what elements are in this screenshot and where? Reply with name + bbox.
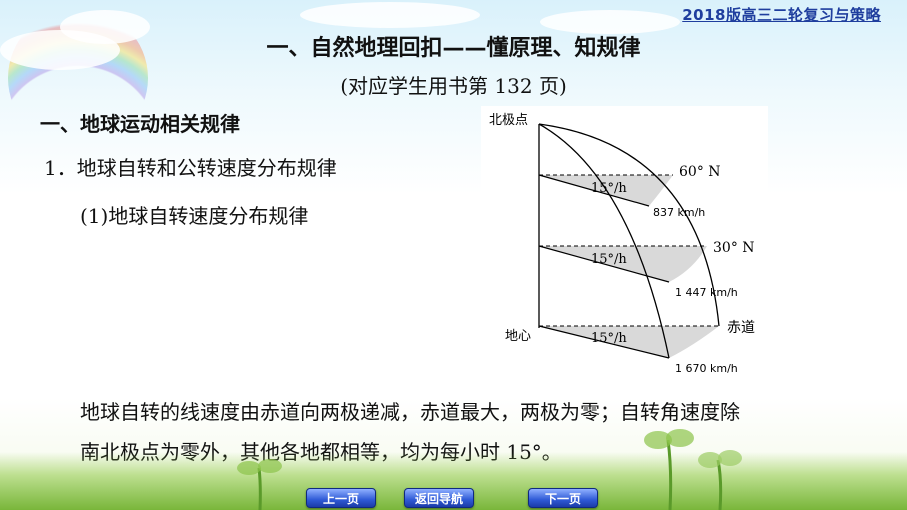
angular-speed-eq-label: 15°/h <box>591 331 627 346</box>
linear-speed-30-label: 1 447 km/h <box>675 286 738 299</box>
earth-center-label: 地心 <box>505 329 531 344</box>
radius-equator <box>538 325 670 359</box>
angular-speed-60-label: 15°/h <box>591 181 627 196</box>
next-page-button[interactable]: 下一页 <box>528 488 598 508</box>
lat60-label: 60° N <box>679 164 721 180</box>
series-tag: 2018版高三二轮复习与策略 <box>682 6 881 24</box>
angular-speed-30-label: 15°/h <box>591 252 627 267</box>
lat30-label: 30° N <box>713 240 755 256</box>
subsubsection-heading: (1)地球自转速度分布规律 <box>80 204 309 228</box>
radius-60n <box>538 174 650 207</box>
radius-30n <box>538 245 670 283</box>
north-pole-label: 北极点 <box>489 113 528 128</box>
cloud-decoration <box>540 10 680 34</box>
inner-curve <box>538 123 670 359</box>
back-to-nav-button[interactable]: 返回导航 <box>404 488 474 508</box>
earth-rotation-diagram: 北极点 地心 赤道 60° N 30° N 15°/h 15°/h 15°/h … <box>489 113 755 375</box>
slide-subtitle: (对应学生用书第 132 页) <box>340 74 567 98</box>
meridian-arc <box>538 123 720 327</box>
sprout-decoration <box>237 459 282 510</box>
section-heading: 一、地球运动相关规律 <box>40 112 240 136</box>
cloud-decoration <box>60 10 150 44</box>
equator-label: 赤道 <box>727 320 755 336</box>
slide-title: 一、自然地理回扣——懂原理、知规律 <box>266 36 641 61</box>
cloud-decoration <box>300 2 480 28</box>
linear-speed-60-label: 837 km/h <box>653 206 705 219</box>
paragraph-line-1: 地球自转的线速度由赤道向两极递减，赤道最大，两极为零；自转角速度除 <box>80 400 740 424</box>
prev-page-button[interactable]: 上一页 <box>306 488 376 508</box>
earth-rotation-figure: 北极点 地心 赤道 60° N 30° N 15°/h 15°/h 15°/h … <box>481 106 768 376</box>
linear-speed-eq-label: 1 670 km/h <box>675 362 738 375</box>
sector-30n <box>539 246 707 282</box>
sprout-decoration <box>644 429 742 510</box>
sector-equator <box>539 326 719 358</box>
subsection-heading: 1．地球自转和公转速度分布规律 <box>44 156 337 180</box>
